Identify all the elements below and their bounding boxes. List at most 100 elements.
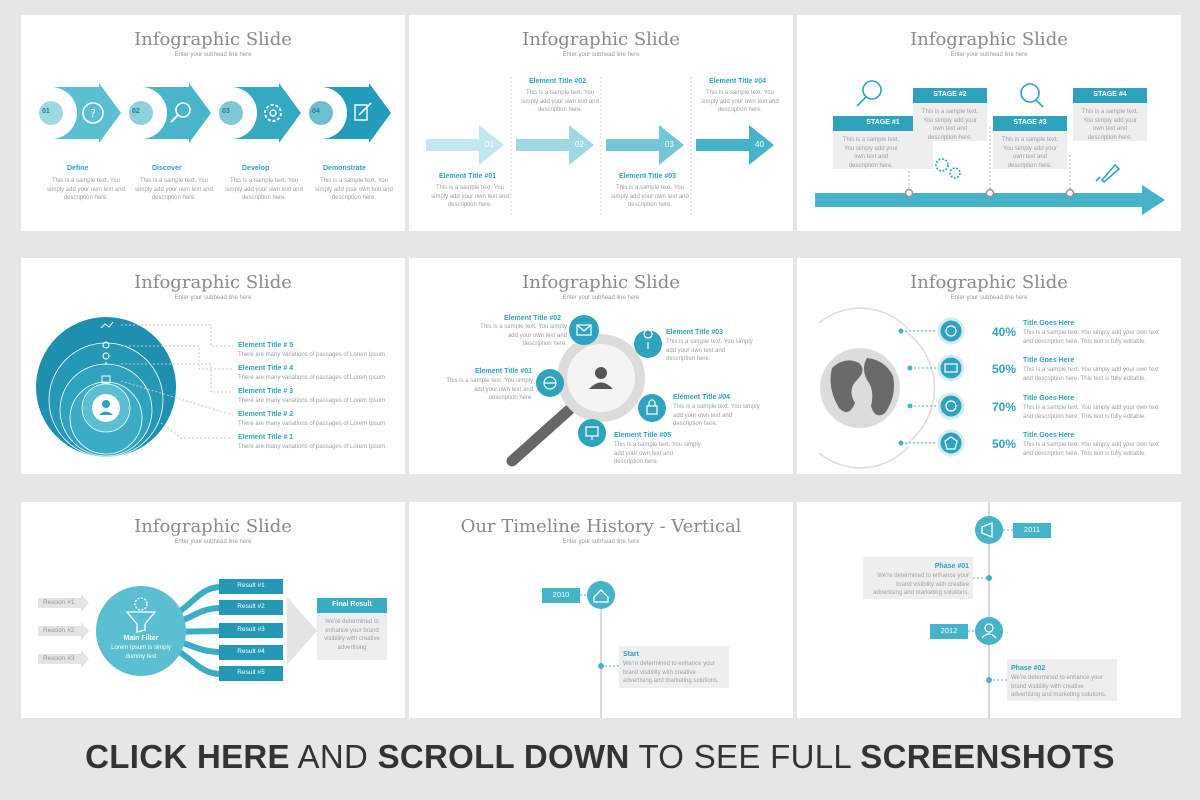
phases-timeline-graphic bbox=[863, 502, 1117, 718]
slide-title: Infographic Slide bbox=[134, 29, 292, 50]
stage-label-1: STAGE #1 bbox=[866, 119, 900, 126]
concentric-desc-5: There are many variations of passages of… bbox=[238, 352, 386, 358]
arrow-num-1: 01 bbox=[485, 140, 494, 149]
stat-pct-2: 50% bbox=[992, 362, 1017, 376]
stat-desc-1: This is a sample text. You simply add yo… bbox=[1023, 330, 1159, 345]
arrow-num-4: 40 bbox=[755, 140, 764, 149]
step-label-4: Demonstrate bbox=[323, 165, 366, 172]
slide-8-vertical-timeline[interactable]: Our Timeline History - Vertical Enter yo… bbox=[409, 502, 793, 718]
filter-title: Main Filter bbox=[123, 635, 159, 642]
stage-desc-1: This is a sample text. You simply add yo… bbox=[842, 137, 900, 169]
result-3: Result #3 bbox=[237, 626, 265, 633]
reason-3: Reason #3 bbox=[43, 655, 75, 662]
magnifier-desc-4: This is a sample text. You simply add yo… bbox=[673, 404, 760, 427]
final-result-title: Final Result bbox=[332, 601, 372, 608]
phase-year-1: 2011 bbox=[1023, 525, 1041, 534]
reason-2: Reason #2 bbox=[43, 627, 75, 634]
concentric-desc-1: There are many variations of passages of… bbox=[238, 444, 386, 450]
stage-label-4: STAGE #4 bbox=[1093, 91, 1127, 98]
rocket-icon bbox=[1100, 163, 1121, 184]
arrow-steps-graphic: ? bbox=[39, 83, 391, 143]
step-desc-4: This is a sample text. You simply add yo… bbox=[315, 178, 393, 201]
slide-subtitle: Enter your subhead line here bbox=[562, 539, 640, 545]
slide-2-arrow-timeline[interactable]: Infographic Slide Enter your subhead lin… bbox=[409, 15, 793, 231]
search-icon bbox=[102, 341, 110, 349]
stat-title-4: Title Goes Here bbox=[1023, 432, 1075, 439]
magnifier-desc-5: This is a sample text. You simply add yo… bbox=[614, 442, 701, 465]
stat-desc-3: This is a sample text. You simply add yo… bbox=[1023, 405, 1159, 420]
calendar-icon bbox=[101, 375, 111, 384]
cta-scroll-down: SCROLL DOWN bbox=[377, 738, 630, 775]
step-label-1: Define bbox=[67, 165, 89, 172]
slide-subtitle: Enter your subhead line here bbox=[174, 539, 252, 545]
slide-subtitle: Enter your subhead line here bbox=[950, 52, 1028, 58]
stat-desc-4: This is a sample text. You simply add yo… bbox=[1023, 442, 1159, 457]
magnifier-title-5: Element Title #05 bbox=[614, 432, 672, 439]
cta-to-see-full: TO SEE FULL bbox=[629, 738, 861, 775]
step-desc-2: This is a sample text. You simply add yo… bbox=[135, 178, 213, 201]
slide-3-stages[interactable]: Infographic Slide Enter your subhead lin… bbox=[797, 15, 1181, 231]
pin-icon bbox=[102, 352, 110, 365]
user-icon bbox=[984, 623, 994, 633]
final-result-text: We're determined to enhance your brand v… bbox=[324, 619, 380, 651]
step-num-3: 03 bbox=[222, 108, 230, 115]
vertical-timeline-graphic bbox=[542, 581, 729, 718]
element-title-2: Element Title #02 bbox=[529, 78, 587, 85]
magnifier-desc-1: This is a sample text. You simply add yo… bbox=[446, 378, 533, 401]
edit-icon bbox=[354, 104, 368, 121]
result-2: Result #2 bbox=[237, 603, 265, 610]
timeline-entry-text: We're determined to enhance your brand v… bbox=[623, 661, 719, 684]
stat-title-1: Title Goes Here bbox=[1023, 320, 1075, 327]
scroll-down-cta[interactable]: CLICK HERE AND SCROLL DOWN TO SEE FULL S… bbox=[0, 738, 1200, 776]
gear-icon bbox=[264, 104, 282, 122]
location-icon bbox=[643, 329, 653, 349]
concentric-title-4: Element Title # 4 bbox=[238, 365, 294, 372]
magnifier-desc-2: This is a sample text. You simply add yo… bbox=[480, 324, 567, 347]
element-desc-2: This is a sample text. You simply add yo… bbox=[521, 90, 599, 113]
concentric-title-5: Element Title # 5 bbox=[238, 342, 294, 349]
slide-title: Infographic Slide bbox=[522, 272, 680, 293]
stat-desc-2: This is a sample text. You simply add yo… bbox=[1023, 367, 1159, 382]
globe-graphic bbox=[818, 307, 965, 469]
element-title-3: Element Title #03 bbox=[619, 173, 677, 180]
concentric-desc-2: There are many variations of passages of… bbox=[238, 421, 386, 427]
concentric-title-3: Element Title # 3 bbox=[238, 388, 294, 395]
step-label-3: Develop bbox=[242, 165, 270, 172]
timeline-year: 2010 bbox=[552, 590, 570, 599]
slide-1-arrow-steps[interactable]: Infographic Slide Enter your subhead lin… bbox=[21, 15, 405, 231]
cta-screenshots: SCREENSHOTS bbox=[860, 738, 1115, 775]
megaphone-icon bbox=[981, 522, 993, 538]
stage-desc-2: This is a sample text. You simply add yo… bbox=[921, 109, 979, 141]
slide-title: Infographic Slide bbox=[910, 29, 1068, 50]
phase-year-2: 2012 bbox=[940, 626, 958, 635]
slide-subtitle: Enter your subhead line here bbox=[562, 295, 640, 301]
concentric-desc-3: There are many variations of passages of… bbox=[238, 398, 386, 404]
slide-subtitle: Enter your subhead line here bbox=[950, 295, 1028, 301]
magnifier-title-1: Element Title #01 bbox=[475, 368, 533, 375]
stat-title-2: Title Goes Here bbox=[1023, 357, 1075, 364]
phase-title-1: Phase #01 bbox=[934, 563, 969, 570]
slide-title: Infographic Slide bbox=[522, 29, 680, 50]
chart-icon bbox=[100, 321, 114, 329]
phase-text-1: We're determined to enhance your brand v… bbox=[873, 573, 969, 596]
result-1: Result #1 bbox=[237, 582, 265, 589]
mail-icon bbox=[576, 324, 592, 336]
slide-4-concentric[interactable]: Infographic Slide Enter your subhead lin… bbox=[21, 258, 405, 474]
timeline-entry-title: Start bbox=[623, 651, 639, 658]
stat-pct-3: 70% bbox=[992, 400, 1017, 414]
search-icon bbox=[862, 80, 882, 100]
stage-desc-4: This is a sample text. You simply add yo… bbox=[1081, 109, 1139, 141]
slide-5-magnifier[interactable]: Infographic Slide Enter your subhead lin… bbox=[409, 258, 793, 474]
cta-click-here: CLICK HERE bbox=[85, 738, 290, 775]
pie-chart-icon bbox=[945, 325, 957, 337]
magnifier-desc-3: This is a sample text. You simply add yo… bbox=[666, 339, 753, 362]
element-desc-3: This is a sample text. You simply add yo… bbox=[611, 185, 689, 208]
magnifier-title-3: Element Title #03 bbox=[666, 329, 724, 336]
slide-7-filter[interactable]: Infographic Slide Enter your subhead lin… bbox=[21, 502, 405, 718]
arrow-num-2: 02 bbox=[575, 140, 584, 149]
gears-icon bbox=[935, 158, 949, 172]
slide-6-globe-stats[interactable]: Infographic Slide Enter your subhead lin… bbox=[797, 258, 1181, 474]
stat-pct-4: 50% bbox=[992, 437, 1017, 451]
slide-9-vertical-timeline-phases[interactable]: 2011 2012 Phase #01 We're determined to … bbox=[797, 502, 1181, 718]
question-icon bbox=[82, 102, 104, 124]
